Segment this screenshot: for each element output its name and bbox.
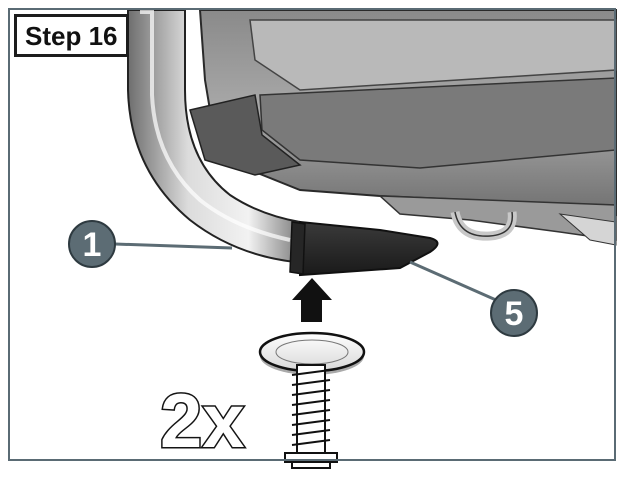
vehicle-body [189,9,617,246]
callout-1-number: 1 [83,226,102,264]
callout-5: 5 [490,289,538,337]
up-arrow-icon [292,278,332,322]
step-label: Step 16 [14,14,129,57]
callout-5-number: 5 [505,295,524,333]
callout-1-leader [114,242,233,250]
callout-1: 1 [68,220,116,268]
end-cap [289,220,439,277]
callout-5-leader [409,260,497,302]
quantity-label: 2x [160,379,245,464]
screw-with-washer [258,331,366,469]
